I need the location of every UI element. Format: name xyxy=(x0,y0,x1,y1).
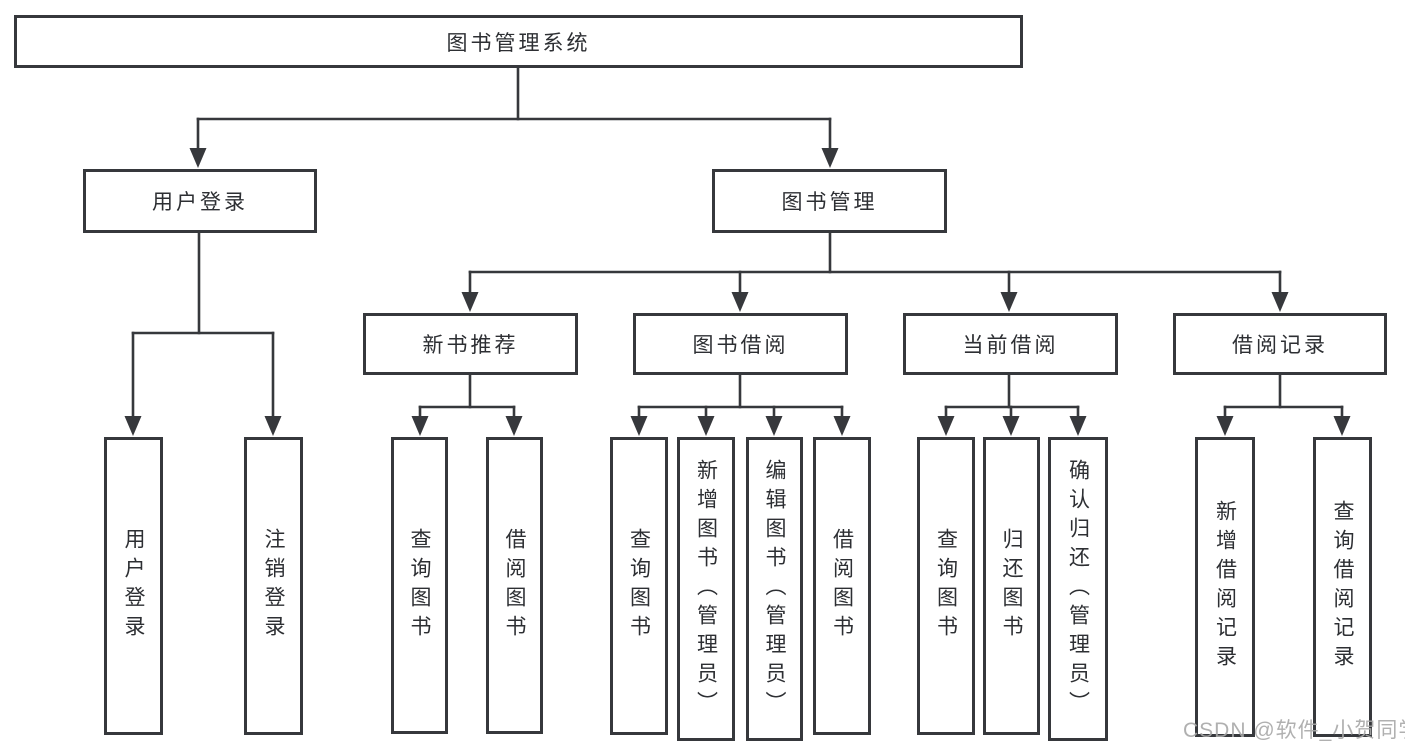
node-return-books: 归还图书 xyxy=(983,437,1040,735)
node-new-book-recommend: 新书推荐 xyxy=(363,313,578,375)
node-borrowing-records-label: 借阅记录 xyxy=(1232,334,1328,357)
node-book-management-label: 图书管理 xyxy=(781,191,878,214)
node-return-books-label: 归还图书 xyxy=(1000,528,1023,644)
node-query-borrow-record: 查询借阅记录 xyxy=(1313,437,1372,737)
node-borrowing-borrow-books: 借阅图书 xyxy=(813,437,871,735)
node-newbooks-query-books: 查询图书 xyxy=(391,437,448,734)
node-user-login: 用户登录 xyxy=(104,437,163,735)
node-library-system-label: 图书管理系统 xyxy=(446,31,591,55)
node-user-login-module-label: 用户登录 xyxy=(152,191,248,214)
node-confirm-return-admin: 确认归还（管理员） xyxy=(1048,437,1108,741)
node-query-borrow-record-label: 查询借阅记录 xyxy=(1331,500,1354,674)
node-book-management: 图书管理 xyxy=(712,169,947,233)
node-borrowing-borrow-books-label: 借阅图书 xyxy=(830,528,854,644)
node-current-borrowing: 当前借阅 xyxy=(903,313,1118,375)
node-add-books-admin: 新增图书（管理员） xyxy=(677,437,735,741)
node-edit-books-admin: 编辑图书（管理员） xyxy=(746,437,803,741)
node-newbooks-query-books-label: 查询图书 xyxy=(408,527,431,644)
node-library-system: 图书管理系统 xyxy=(14,15,1023,68)
node-newbooks-borrow-books: 借阅图书 xyxy=(486,437,543,734)
csdn-watermark: CSDN @软件_小贺同学 xyxy=(1183,719,1405,742)
node-newbooks-borrow-books-label: 借阅图书 xyxy=(503,527,526,644)
node-borrowing-query-books: 查询图书 xyxy=(610,437,668,735)
node-add-borrow-record-label: 新增借阅记录 xyxy=(1213,500,1237,674)
node-current-borrowing-label: 当前借阅 xyxy=(962,334,1059,357)
node-user-login-module: 用户登录 xyxy=(83,169,317,233)
node-user-login-label: 用户登录 xyxy=(122,528,145,644)
node-borrowing-query-books-label: 查询图书 xyxy=(627,528,651,644)
node-current-query-books: 查询图书 xyxy=(917,437,975,735)
node-logout-label: 注销登录 xyxy=(262,528,285,644)
node-edit-books-admin-label: 编辑图书（管理员） xyxy=(763,458,786,720)
node-add-books-admin-label: 新增图书（管理员） xyxy=(694,458,718,720)
node-borrowing-records: 借阅记录 xyxy=(1173,313,1387,375)
node-book-borrowing-label: 图书借阅 xyxy=(692,334,789,357)
node-book-borrowing: 图书借阅 xyxy=(633,313,848,375)
node-add-borrow-record: 新增借阅记录 xyxy=(1195,437,1255,737)
node-current-query-books-label: 查询图书 xyxy=(934,528,958,644)
node-confirm-return-admin-label: 确认归还（管理员） xyxy=(1066,458,1090,720)
node-logout: 注销登录 xyxy=(244,437,303,735)
node-new-book-recommend-label: 新书推荐 xyxy=(422,334,519,357)
